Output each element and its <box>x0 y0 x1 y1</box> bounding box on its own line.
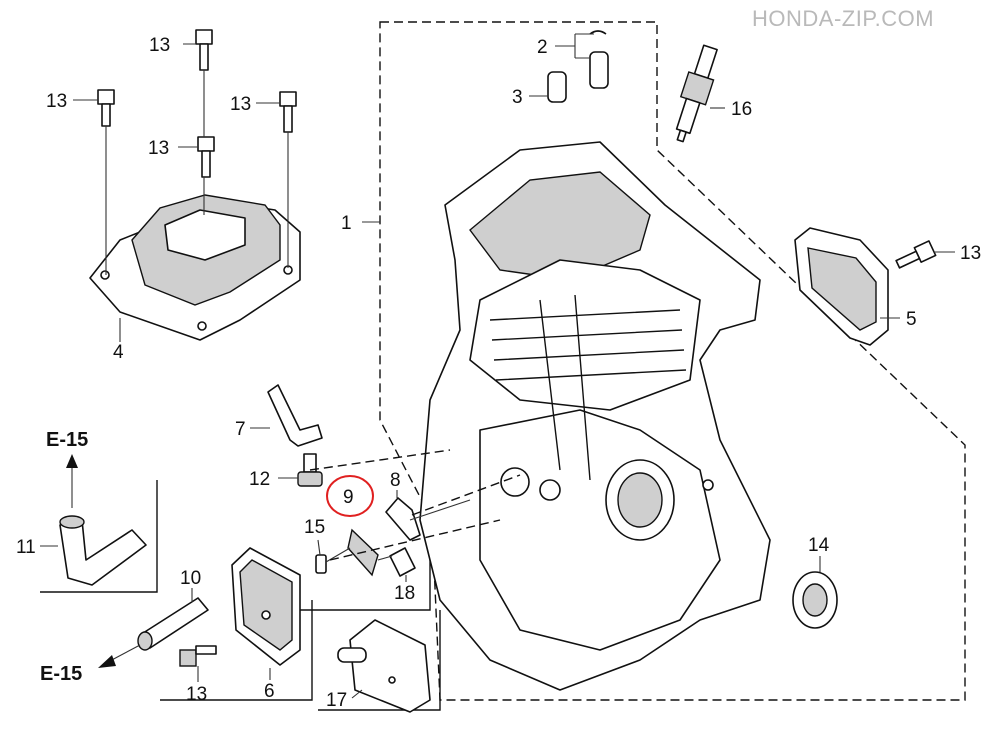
callout-7[interactable]: 7 <box>235 419 246 440</box>
bolt-13-c <box>279 91 297 133</box>
callout-13-c[interactable]: 13 <box>230 94 251 115</box>
assembly-boundary <box>379 21 966 701</box>
callout-10[interactable]: 10 <box>180 568 201 589</box>
callout-18[interactable]: 18 <box>394 583 415 604</box>
rocker-cover-part <box>89 194 301 341</box>
bolt-13-d <box>197 136 215 178</box>
screw-15 <box>315 554 327 574</box>
e15-bottom-arrowhead <box>98 655 116 668</box>
highlight-circle-9 <box>326 475 374 517</box>
callout-3[interactable]: 3 <box>512 87 523 108</box>
reference-e15-top[interactable]: E-15 <box>46 429 88 451</box>
callout-17[interactable]: 17 <box>326 690 347 711</box>
callout-1[interactable]: 1 <box>341 213 352 234</box>
part-17 <box>337 619 431 713</box>
bolt-13-e <box>895 240 937 269</box>
assembly-lines <box>309 449 521 561</box>
watermark: HONDA-ZIP.COM <box>752 6 934 31</box>
pin-2 <box>589 30 609 89</box>
callout-2[interactable]: 2 <box>537 37 548 58</box>
callout-11[interactable]: 11 <box>16 537 36 558</box>
callout-16[interactable]: 16 <box>731 99 752 120</box>
crankcase-part <box>419 141 771 691</box>
filter-group-bracket <box>160 600 313 701</box>
part17-bracket <box>318 610 441 711</box>
callout-13-e[interactable]: 13 <box>960 243 981 264</box>
plate-8 <box>385 497 421 541</box>
reference-e15-bottom[interactable]: E-15 <box>40 663 82 685</box>
callout-13-b[interactable]: 13 <box>46 91 67 112</box>
callout-13-a[interactable]: 13 <box>149 35 170 56</box>
bolt-13-f <box>179 645 217 667</box>
hose-11 <box>59 515 147 586</box>
tube-10 <box>137 597 209 651</box>
bolt-13-a <box>195 29 213 71</box>
callout-14[interactable]: 14 <box>808 535 830 556</box>
callout-6[interactable]: 6 <box>264 681 275 702</box>
callout-4[interactable]: 4 <box>113 342 124 363</box>
oil-seal-14 <box>792 571 838 629</box>
hose-group-bracket <box>40 480 158 593</box>
callout-12[interactable]: 12 <box>249 469 270 490</box>
e15-top-arrowhead <box>66 454 78 468</box>
callout-15[interactable]: 15 <box>304 517 325 538</box>
clip-18 <box>389 547 416 577</box>
filter-case-6 <box>231 547 301 666</box>
spark-plug-16 <box>675 44 718 143</box>
callout-8[interactable]: 8 <box>390 470 401 491</box>
bolt-13-b <box>97 89 115 127</box>
bolt-12 <box>297 453 323 487</box>
gasket-plate-5 <box>794 227 889 346</box>
callout-9[interactable]: 9 <box>343 487 354 508</box>
callout-13-f[interactable]: 13 <box>186 684 207 705</box>
callout-13-d[interactable]: 13 <box>148 138 169 159</box>
callout-5[interactable]: 5 <box>906 309 917 330</box>
dowel-3 <box>547 71 567 103</box>
part-7 <box>267 384 323 447</box>
